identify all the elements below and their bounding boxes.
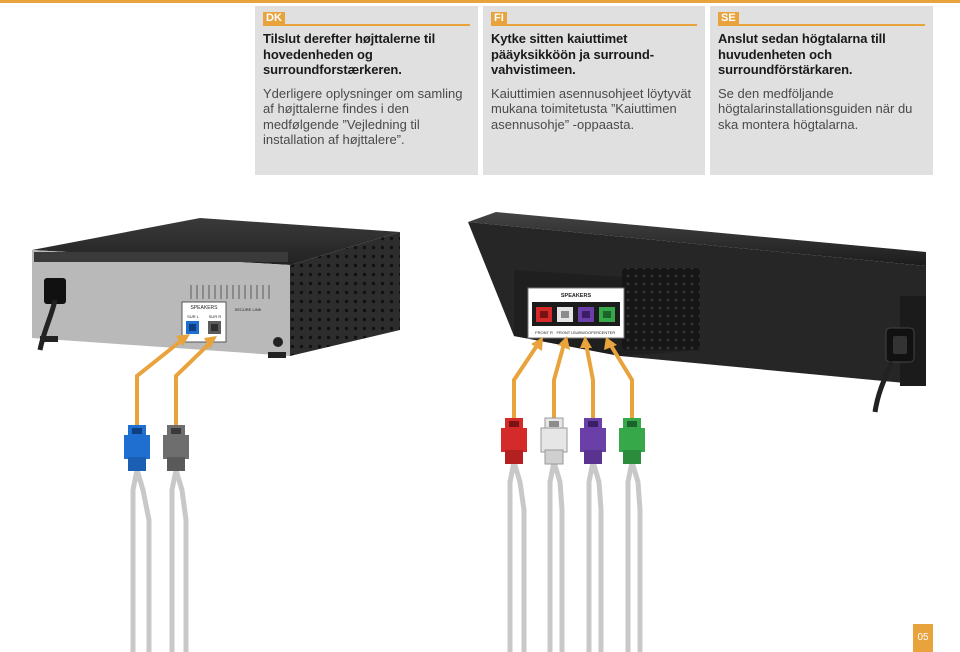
instruction-fi: Kytke sitten kaiuttimet pääyksikköön ja … [491,31,654,77]
arrow-subwoofer [584,342,595,422]
instruction-dk: Tilslut derefter højttalerne til hoveden… [263,31,436,77]
surround-amplifier: SPEAKERS SUR L SUR R SECURE LINK [32,218,400,358]
note-dk: Yderligere oplysninger om samling af høj… [263,85,463,148]
lang-header-se: SE [718,12,925,26]
note-se: Se den medföljande högtalarinstallations… [718,85,913,132]
lang-tag-dk: DK [263,12,285,25]
panel-body-dk: Tilslut derefter højttalerne til hoveden… [263,31,472,148]
secure-link-label: SECURE LINK [235,307,262,312]
panel-se: SE Anslut sedan högtalarna till huvudenh… [710,6,933,175]
lang-header-fi: FI [491,12,697,26]
panel-fi: FI Kytke sitten kaiuttimet pääyksikköön … [483,6,705,175]
amp-port-label-right: SUR R [209,314,222,319]
lang-rule-se [718,24,925,26]
panel-body-fi: Kytke sitten kaiuttimet pääyksikköön ja … [491,31,699,132]
connection-arrows [135,334,634,427]
plug-blue [124,425,152,652]
amp-port-label-left: SUR L [187,314,200,319]
instruction-se: Anslut sedan högtalarna till huvudenhete… [718,31,886,77]
arrow-front-r [512,342,540,422]
arrow-sur-r [174,341,212,427]
panel-body-se: Anslut sedan högtalarna till huvudenhete… [718,31,927,132]
connection-illustration: SPEAKERS SUR L SUR R SECURE LINK SPEAKER… [32,212,926,652]
arrow-center [608,342,634,422]
arrow-sur-l [135,338,184,427]
lang-tag-se: SE [718,12,739,25]
lang-header-dk: DK [263,12,470,26]
lang-tag-fi: FI [491,12,507,25]
main-unit: SPEAKERS FRONT R FRONT L SUBWOOFER CENTE… [468,212,926,413]
top-accent-bar [0,0,960,3]
main-speakers-label: SPEAKERS [561,293,592,299]
plug-purple [580,418,606,652]
port-label-front-r: FRONT R [535,330,553,335]
lang-rule-dk [263,24,470,26]
port-label-center: CENTER [599,330,616,335]
lang-rule-fi [491,24,697,26]
page-number: 05 [913,624,933,652]
plug-gray [163,425,189,652]
arrow-front-l [552,342,566,422]
amp-speakers-label: SPEAKERS [191,305,219,311]
plug-white [540,417,568,652]
panel-dk: DK Tilslut derefter højttalerne til hove… [255,6,478,175]
note-fi: Kaiuttimien asennusohjeet löytyvät mukan… [491,85,692,132]
plug-red [501,418,527,652]
plug-green [619,418,645,652]
port-label-front-l: FRONT L [556,330,574,335]
port-label-subwoofer: SUBWOOFER [573,330,599,335]
